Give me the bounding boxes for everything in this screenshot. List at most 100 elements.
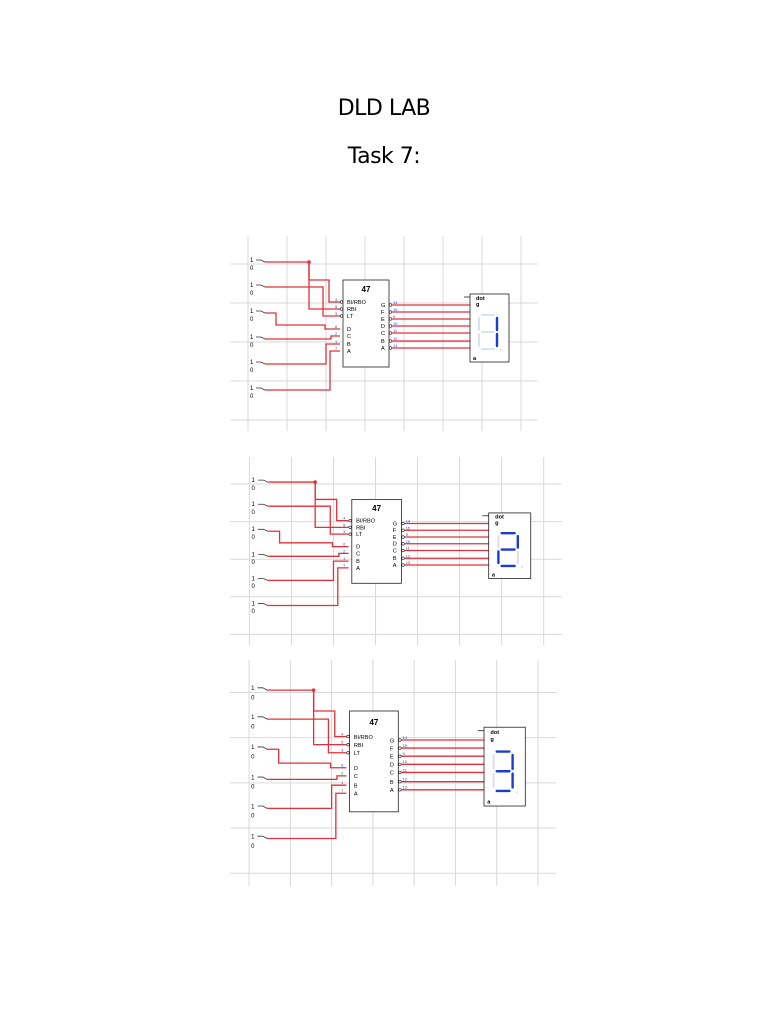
pin-number: 12 (393, 336, 398, 341)
switch-low-label: 0 (252, 535, 256, 541)
wire (269, 552, 349, 557)
chip-label: 47 (362, 285, 371, 294)
pin-number: 6 (343, 542, 346, 547)
circuit-diagram-1: 10101010101047BI/RBO4RBI5LT3D6C2B1A7G14F… (230, 236, 538, 431)
toggle-switch: 10 (250, 258, 266, 272)
pin-number: 11 (403, 767, 408, 772)
pin-number: 4 (343, 516, 346, 521)
pin-number: 11 (393, 328, 398, 333)
chip-pin-label: LT (347, 314, 354, 320)
pin-number: 11 (406, 546, 411, 551)
switch-low-label: 0 (252, 584, 256, 590)
chip-pin-label: A (356, 566, 360, 572)
chip-pin-label: G (390, 738, 394, 744)
active-low-bubble (401, 535, 405, 539)
active-low-bubble (398, 746, 402, 750)
chip-pin-label: E (381, 317, 385, 323)
chip-pin-label: C (354, 774, 358, 780)
toggle-switch: 10 (250, 309, 266, 323)
wire-junction (311, 688, 316, 692)
pin-number: 6 (335, 324, 338, 329)
chip-pin-label: B (381, 339, 385, 345)
switch-high-label: 1 (250, 360, 254, 366)
toggle-switch: 10 (251, 686, 268, 701)
switch-lever (257, 746, 268, 750)
active-low-bubble (398, 762, 402, 766)
switch-lever (256, 284, 266, 288)
chip-pin-label: G (393, 521, 397, 527)
chip-body (349, 710, 399, 813)
chip-pin-label: C (347, 334, 351, 340)
switch-low-label: 0 (251, 695, 255, 701)
chip-pin-label: B (356, 559, 360, 565)
wire-junction (313, 480, 317, 484)
switch-high-label: 1 (252, 527, 256, 533)
chip-pin-label: RBI (354, 743, 364, 749)
active-low-bubble (398, 788, 402, 792)
display-pin-g: g (490, 737, 494, 743)
wire (269, 560, 349, 582)
wire (269, 748, 347, 769)
pin-number: 1 (343, 556, 346, 561)
switch-high-label: 1 (252, 576, 256, 582)
switch-lever (257, 805, 268, 809)
toggle-switch: 10 (251, 745, 268, 761)
pin-number: 7 (341, 788, 344, 793)
toggle-switch: 10 (250, 386, 266, 400)
switch-low-label: 0 (252, 486, 256, 492)
toggle-switch: 10 (252, 576, 268, 590)
pin-number: 7 (335, 346, 338, 351)
chip-pin-label: F (390, 746, 394, 752)
chip-pin-label: D (347, 327, 351, 333)
toggle-switch: 10 (252, 601, 268, 615)
toggle-switch: 10 (251, 834, 268, 850)
pin-number: 15 (403, 743, 408, 748)
decimal-point (500, 349, 502, 351)
switch-high-label: 1 (251, 715, 255, 721)
pin-number: 1 (341, 780, 344, 785)
switch-low-label: 0 (250, 368, 254, 374)
chip-pin-label: A (354, 792, 358, 798)
toggle-switch: 10 (251, 775, 268, 791)
chip-pin-label: C (381, 331, 385, 337)
switch-lever (257, 687, 268, 691)
switch-high-label: 1 (250, 258, 254, 264)
switch-high-label: 1 (250, 335, 254, 341)
pin-number: 4 (341, 731, 344, 736)
active-low-bubble (339, 307, 344, 311)
pin-number: 2 (343, 548, 346, 553)
chip-pin-label: E (393, 535, 397, 541)
wire-junction (307, 260, 311, 264)
switch-low-label: 0 (252, 609, 256, 615)
switch-low-label: 0 (251, 755, 255, 761)
chip-pin-label: D (354, 766, 358, 772)
page-title: DLD LAB (337, 96, 431, 121)
display-pin-a: a (473, 356, 477, 362)
active-low-bubble (346, 751, 350, 755)
active-low-bubble (388, 339, 393, 343)
circuit-diagram-3: 10101010101047BI/RBO4RBI5LT3D6C2B1A7G14F… (230, 660, 556, 886)
chip-pin-label: F (381, 310, 385, 316)
chip-pin-label: A (393, 563, 397, 569)
pin-number: 4 (335, 297, 338, 302)
switch-high-label: 1 (252, 552, 256, 558)
switch-lever (258, 503, 268, 507)
chip-pin-label: G (381, 303, 385, 309)
pin-number: 1 (335, 339, 338, 344)
pin-number: 15 (406, 525, 411, 530)
display-pin-g: g (476, 302, 480, 308)
toggle-switch: 10 (251, 804, 268, 820)
pin-number: 9 (393, 314, 396, 319)
pin-number: 3 (343, 529, 346, 534)
chip-pin-label: B (390, 780, 394, 786)
toggle-switch: 10 (252, 478, 268, 492)
active-low-bubble (346, 743, 350, 747)
switch-low-label: 0 (250, 317, 254, 323)
pin-number: 10 (403, 759, 408, 764)
switch-lever (258, 553, 268, 557)
switch-high-label: 1 (250, 283, 254, 289)
chip-pin-label: D (356, 545, 360, 551)
display-pin-g: g (495, 520, 499, 526)
